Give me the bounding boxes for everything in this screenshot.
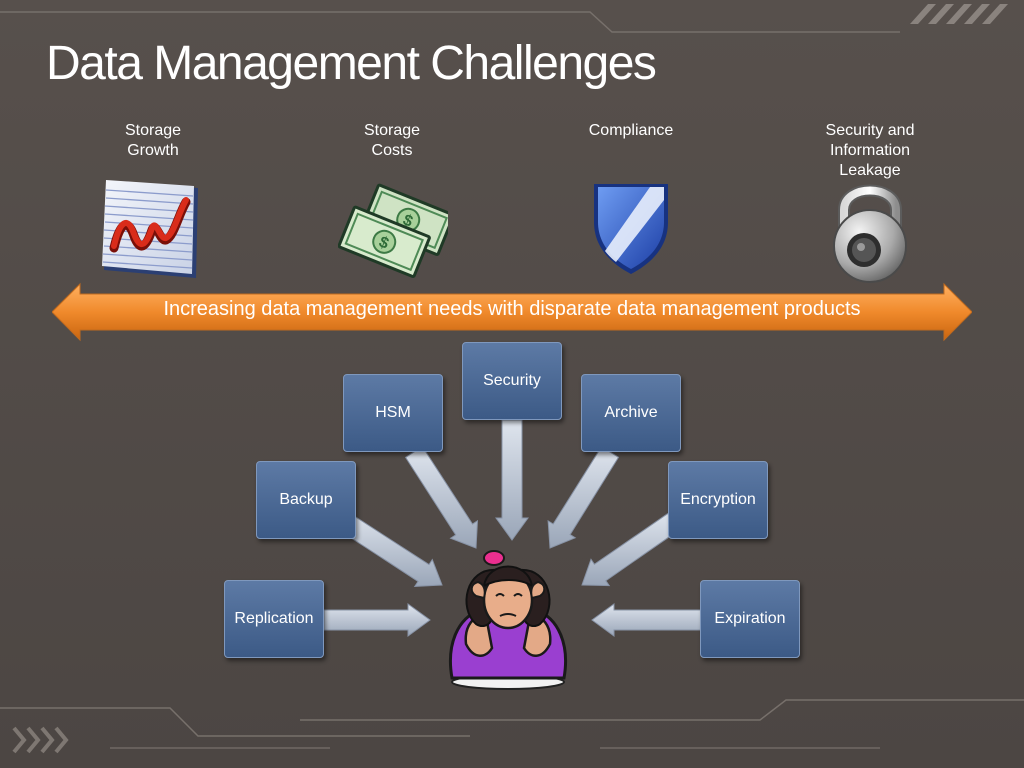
category-label-line: Information xyxy=(829,142,911,159)
encryption-box: Encryption xyxy=(668,461,768,539)
shield-icon xyxy=(594,184,668,274)
money-icon: $ $ xyxy=(338,183,448,278)
backup-box: Backup xyxy=(256,461,356,539)
arrow-from-security xyxy=(495,419,529,541)
padlock-icon xyxy=(833,184,907,283)
growth-chart-icon xyxy=(102,180,198,278)
stripe-decoration xyxy=(910,4,1008,24)
category-security: Security and Information Leakage xyxy=(790,121,950,181)
banner-double-arrow xyxy=(52,282,972,342)
hsm-box: HSM xyxy=(343,374,443,452)
stressed-person-icon xyxy=(448,550,568,690)
category-storage-costs: Storage Costs xyxy=(312,121,472,161)
chevron-decoration xyxy=(12,726,69,754)
category-label-line: Compliance xyxy=(588,122,674,139)
category-label-line: Costs xyxy=(371,142,413,159)
arrow-from-expiration xyxy=(591,603,703,637)
archive-box: Archive xyxy=(581,374,681,452)
category-compliance: Compliance xyxy=(551,121,711,141)
arrow-from-archive xyxy=(547,446,620,549)
security-box: Security xyxy=(462,342,562,420)
arrow-from-hsm xyxy=(404,445,479,549)
category-label-line: Storage xyxy=(124,122,182,139)
category-label-line: Security and xyxy=(825,122,915,139)
category-label-line: Growth xyxy=(127,142,179,159)
category-label-line: Leakage xyxy=(839,162,901,179)
arrow-from-encryption xyxy=(581,511,683,587)
arrow-from-backup xyxy=(335,510,443,587)
expiration-box: Expiration xyxy=(700,580,800,658)
banner-text: Increasing data management needs with di… xyxy=(163,298,861,320)
category-label-line: Storage xyxy=(363,122,421,139)
replication-box: Replication xyxy=(224,580,324,658)
arrow-from-replication xyxy=(323,603,431,637)
page-title: Data Management Challenges xyxy=(46,37,657,90)
category-storage-growth: Storage Growth xyxy=(73,121,233,161)
